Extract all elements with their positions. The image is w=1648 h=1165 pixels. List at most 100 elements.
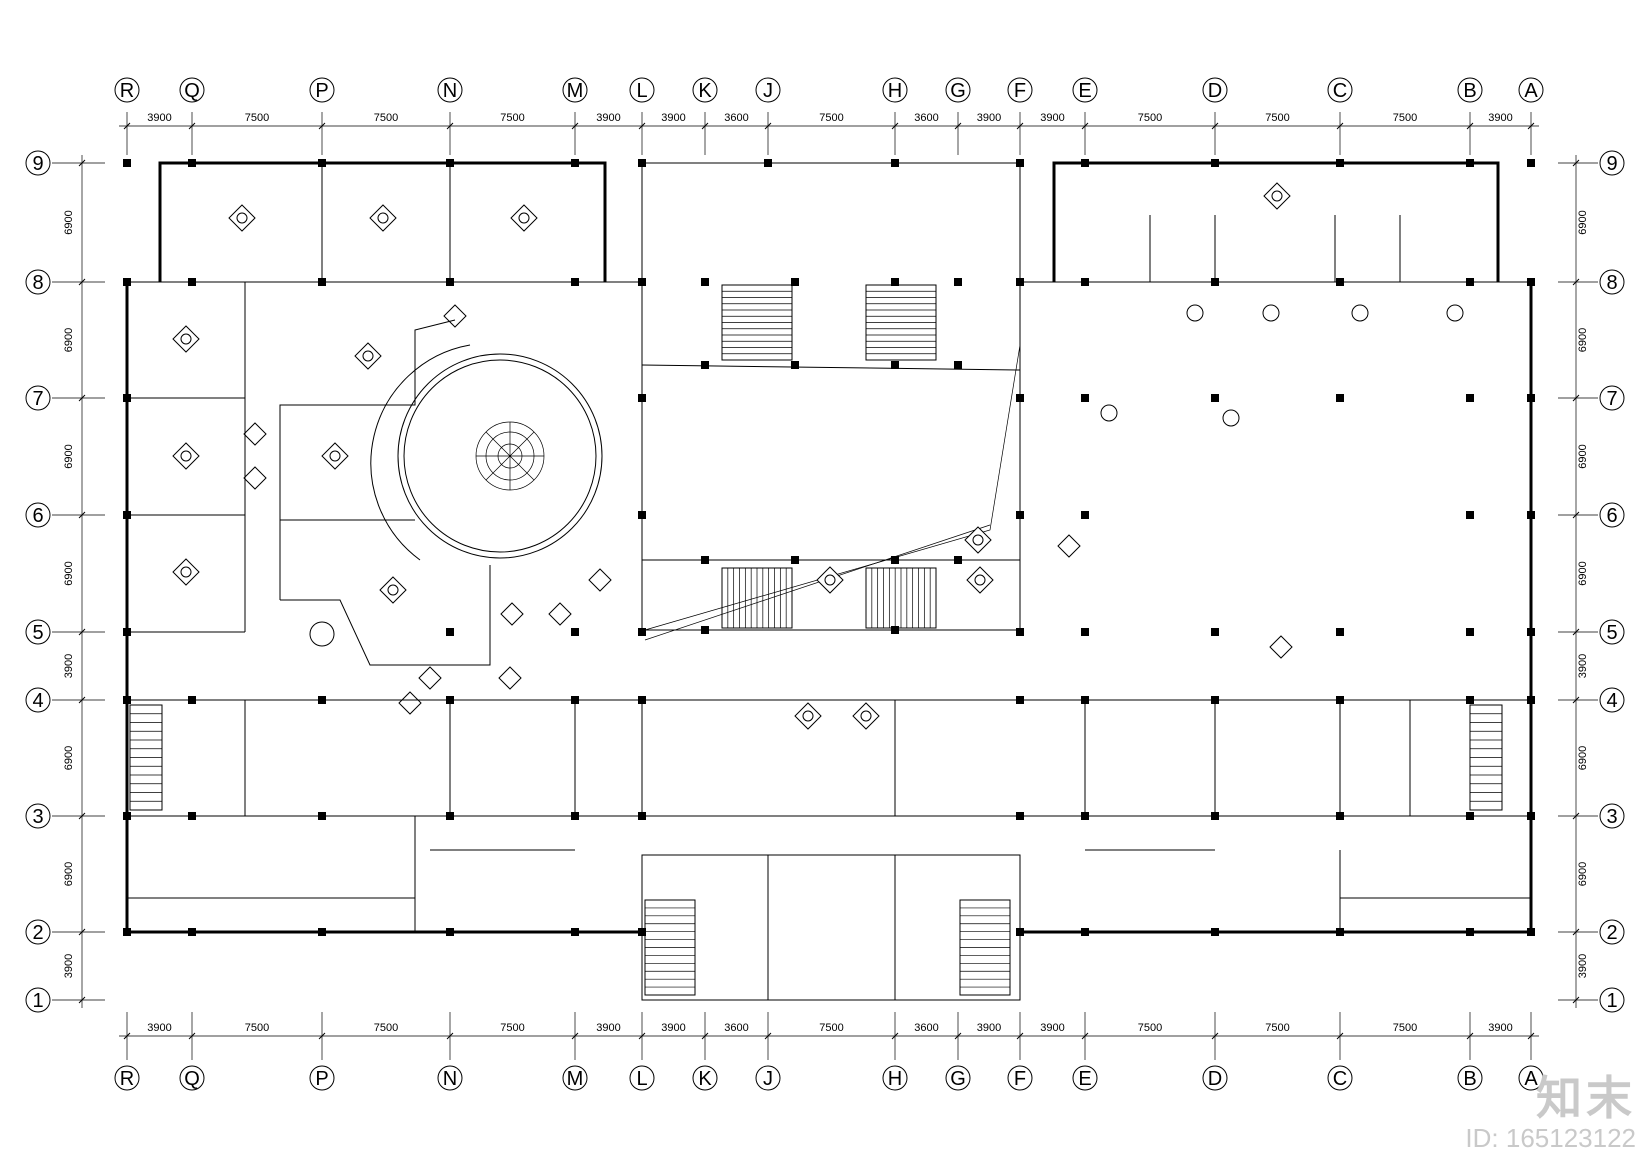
ceiling-light-fixture — [180, 450, 192, 462]
structural-column — [954, 556, 962, 564]
ceiling-light-fixture — [974, 574, 986, 586]
dimension-tick — [1336, 1032, 1344, 1040]
axis-bubble — [1599, 150, 1625, 176]
dimension-value: 3900 — [63, 954, 75, 978]
axis-bubble — [1202, 1065, 1228, 1091]
structural-column — [1336, 928, 1344, 936]
structural-column — [1211, 696, 1219, 704]
structural-column — [123, 394, 131, 402]
dimension-value: 3600 — [724, 112, 748, 124]
axis-bubble — [1599, 803, 1625, 829]
axis-bubble — [179, 1065, 205, 1091]
dimension-value: 3900 — [63, 654, 75, 678]
ceiling-light-fixture — [1263, 182, 1291, 210]
watermark-logo: 知末 — [1536, 1072, 1636, 1124]
dimension-tick — [1572, 696, 1580, 704]
structural-column — [123, 278, 131, 286]
dimension-value: 7500 — [245, 112, 269, 124]
ceiling-light-fixture — [1271, 190, 1283, 202]
axis-bubble — [437, 1065, 463, 1091]
dimension-tick — [1572, 812, 1580, 820]
dimension-tick — [891, 1032, 899, 1040]
structural-column — [1336, 159, 1344, 167]
dimension-tick — [1081, 1032, 1089, 1040]
ceiling-fixtures — [172, 182, 1464, 730]
ceiling-light-fixture — [321, 442, 349, 470]
structural-column — [1527, 928, 1535, 936]
axis-bubble — [1007, 1065, 1033, 1091]
structural-column — [1081, 812, 1089, 820]
dimension-value: 7500 — [1265, 1022, 1289, 1034]
dimension-tick — [1016, 122, 1024, 130]
structural-column — [701, 626, 709, 634]
ceiling-light-fixture — [377, 212, 389, 224]
axis-bubble — [1327, 1065, 1353, 1091]
structural-column — [571, 278, 579, 286]
axis-label: 1 — [32, 990, 43, 1012]
ceiling-light-fixture — [852, 702, 880, 730]
watermark-id: ID: 165123122 — [1465, 1123, 1636, 1153]
dimension-value: 7500 — [819, 112, 843, 124]
axis-label: G — [950, 80, 966, 102]
structural-column — [638, 159, 646, 167]
structural-column — [1081, 696, 1089, 704]
structural-column — [1466, 511, 1474, 519]
structural-column — [1336, 628, 1344, 636]
axis-label: D — [1208, 1068, 1222, 1090]
ceiling-light-fixture — [964, 526, 992, 554]
dimension-tick — [638, 1032, 646, 1040]
hall-wall — [279, 319, 456, 600]
structural-column — [638, 928, 646, 936]
dimension-tick — [1466, 1032, 1474, 1040]
dimension-value: 6900 — [63, 444, 75, 468]
structural-column — [891, 361, 899, 369]
ceiling-light-fixture — [228, 204, 256, 232]
structural-column — [1466, 278, 1474, 286]
axis-bubble — [25, 687, 51, 713]
axis-label: 7 — [1606, 388, 1617, 410]
axis-bubble — [114, 77, 140, 103]
structural-column — [1466, 696, 1474, 704]
dimension-tick — [78, 696, 86, 704]
dimension-tick — [1572, 511, 1580, 519]
axis-label: R — [120, 1068, 134, 1090]
axis-bubble — [1599, 619, 1625, 645]
structural-column — [1016, 812, 1024, 820]
left-upper-wing-wall — [158, 161, 607, 282]
dimension-tick — [188, 122, 196, 130]
ceiling-light-fixture — [966, 566, 994, 594]
axis-label: B — [1463, 1068, 1476, 1090]
dimension-value: 3900 — [661, 1022, 685, 1034]
axis-label: P — [315, 80, 328, 102]
dimension-tick — [764, 1032, 772, 1040]
ceiling-diffuser — [398, 691, 422, 715]
structural-column — [318, 278, 326, 286]
dimension-tick — [123, 1032, 131, 1040]
dimension-tick — [1572, 159, 1580, 167]
axis-bubble — [309, 77, 335, 103]
dimension-tick — [954, 1032, 962, 1040]
structural-column — [1466, 812, 1474, 820]
dimension-value: 3900 — [1577, 954, 1589, 978]
structural-column — [318, 696, 326, 704]
dimension-value: 6900 — [1577, 210, 1589, 234]
axis-label: E — [1078, 80, 1091, 102]
dimension-tick — [78, 628, 86, 636]
structural-column — [1527, 696, 1535, 704]
axis-label: A — [1524, 1068, 1538, 1090]
axis-bubble — [755, 77, 781, 103]
dimension-tick — [1336, 122, 1344, 130]
axis-label: P — [315, 1068, 328, 1090]
ceiling-diffuser — [548, 602, 572, 626]
structural-column — [638, 628, 646, 636]
structural-column — [1081, 394, 1089, 402]
ceiling-light-fixture — [180, 333, 192, 345]
axis-bubble — [1327, 77, 1353, 103]
structural-column — [638, 278, 646, 286]
axis-label: 4 — [32, 690, 43, 712]
structural-column — [791, 278, 799, 286]
downlight — [1222, 409, 1240, 427]
dimension-value: 7500 — [1393, 112, 1417, 124]
dimension-tick — [78, 394, 86, 402]
